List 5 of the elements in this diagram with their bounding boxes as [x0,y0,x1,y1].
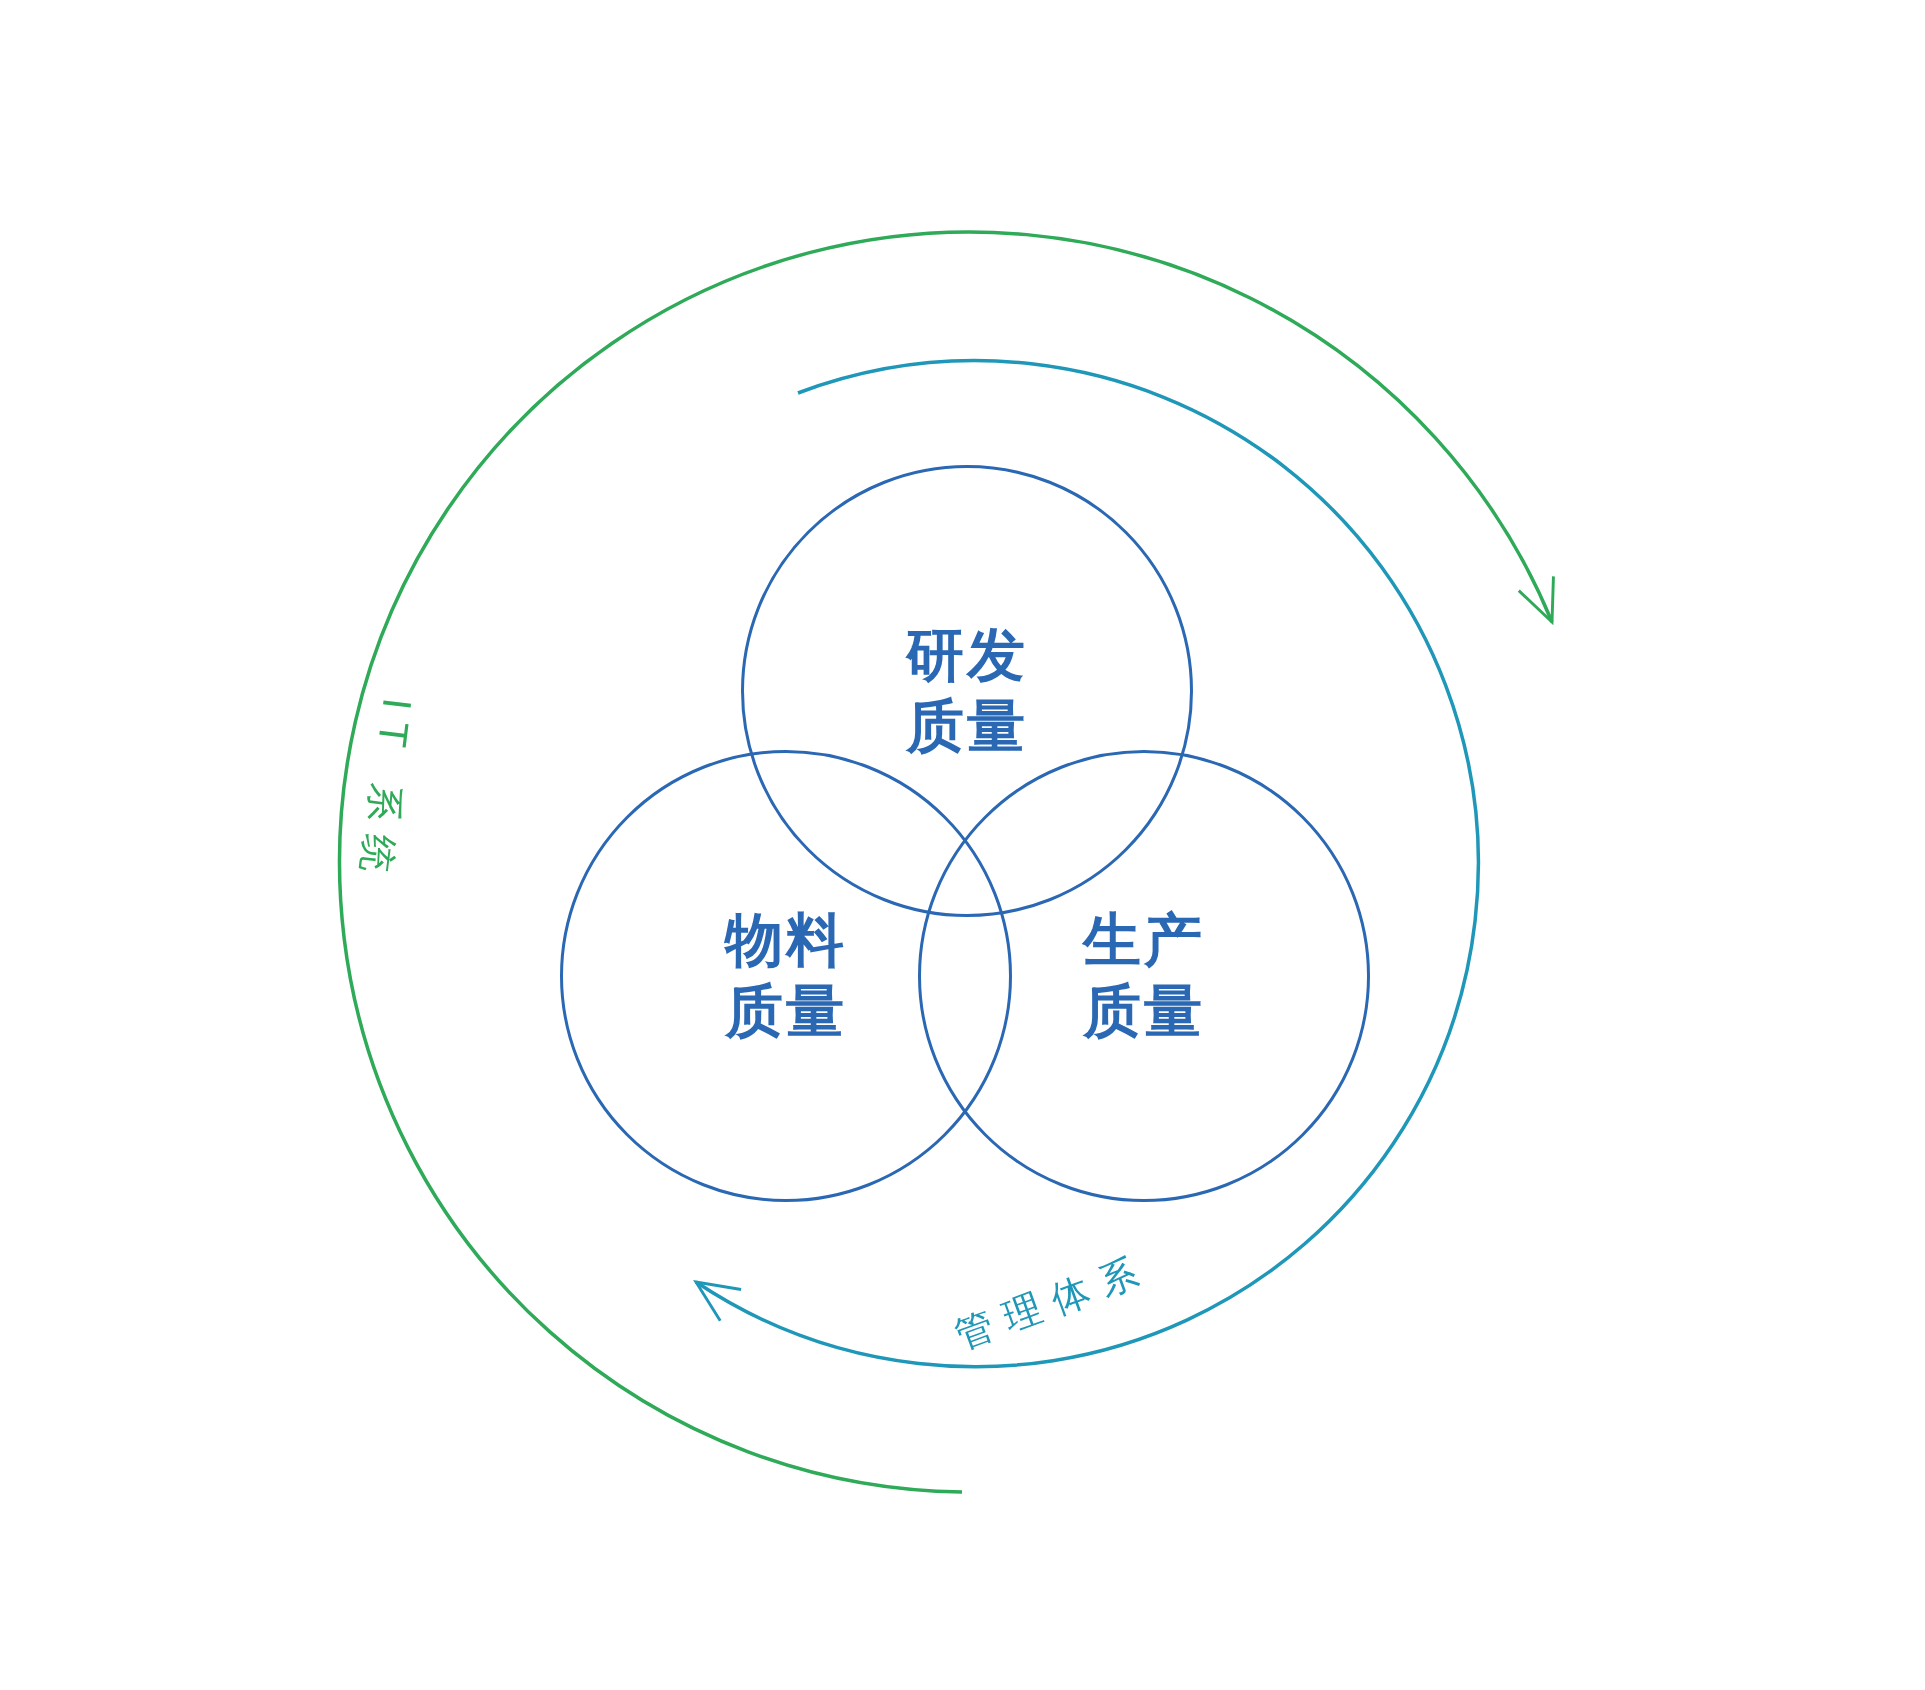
circle-label: 生产质量 [1083,905,1205,1047]
arc-label: IT 系统 [351,694,420,890]
circle-label: 研发质量 [906,620,1028,762]
arc-label: 管理体系 [947,1244,1158,1360]
circle-label: 物料质量 [725,905,847,1047]
